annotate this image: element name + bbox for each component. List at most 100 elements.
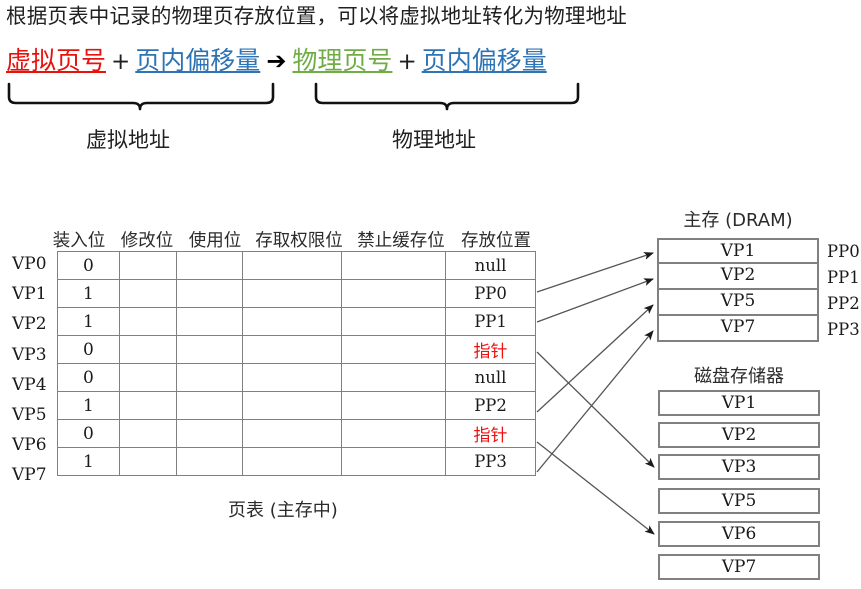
column-header-use-bit: 使用位 [188, 231, 242, 251]
cell-use-vp7 [175, 447, 243, 476]
cell-access-vp2 [241, 307, 343, 336]
page-table-caption: 页表 (主存中) [228, 500, 338, 521]
cell-modify-vp3 [118, 335, 177, 364]
cell-nocache-vp0 [341, 251, 447, 280]
cell-valid-vp3: 0 [57, 335, 120, 364]
table-row[interactable]: 1 PP1 [57, 307, 536, 336]
cell-location-vp4: null [445, 363, 536, 392]
disk-block-4[interactable]: VP6 [658, 521, 820, 547]
cell-use-vp1 [175, 279, 243, 308]
table-row[interactable]: 1 PP0 [57, 279, 536, 308]
cell-valid-vp1: 1 [57, 279, 120, 308]
column-header-no-cache-bit: 禁止缓存位 [357, 231, 445, 251]
cell-location-vp1: PP0 [445, 279, 536, 308]
disk-storage-title: 磁盘存储器 [694, 366, 784, 387]
row-label-vp0: VP0 [12, 254, 47, 274]
disk-block-3[interactable]: VP5 [658, 488, 820, 514]
cell-modify-vp7 [118, 447, 177, 476]
arrow-vp1-to-pp0 [536, 252, 654, 293]
dram-frame-pp0[interactable]: VP1 [657, 238, 819, 264]
cell-modify-vp1 [118, 279, 177, 308]
row-label-vp3: VP3 [12, 345, 47, 365]
virtual-address-label: 虚拟地址 [86, 128, 170, 152]
table-row[interactable]: 0 指针 [57, 335, 536, 364]
physical-address-brace [314, 82, 580, 111]
page-offset-term-2: 页内偏移量 [421, 46, 547, 75]
disk-block-1[interactable]: VP2 [658, 422, 820, 448]
cell-nocache-vp2 [341, 307, 447, 336]
table-row[interactable]: 1 PP3 [57, 447, 536, 476]
frame-label-pp2: PP2 [827, 294, 860, 313]
cell-nocache-vp4 [341, 363, 447, 392]
cell-valid-vp7: 1 [57, 447, 120, 476]
table-row[interactable]: 1 PP2 [57, 391, 536, 420]
dram-frame-pp3[interactable]: VP7 [657, 316, 819, 342]
cell-access-vp5 [241, 391, 343, 420]
physical-address-label: 物理地址 [392, 128, 476, 152]
cell-location-vp0: null [445, 251, 536, 280]
table-row[interactable]: 0 指针 [57, 419, 536, 448]
table-row[interactable]: 0 null [57, 363, 536, 392]
cell-nocache-vp3 [341, 335, 447, 364]
arrow-vp5-to-pp2 [536, 304, 654, 413]
cell-use-vp5 [175, 391, 243, 420]
column-header-location: 存放位置 [461, 231, 531, 251]
cell-access-vp0 [241, 251, 343, 280]
cell-valid-vp2: 1 [57, 307, 120, 336]
disk-block-0[interactable]: VP1 [658, 390, 820, 416]
disk-block-2[interactable]: VP3 [658, 454, 820, 480]
dram-frame-pp1[interactable]: VP2 [657, 264, 819, 290]
cell-use-vp3 [175, 335, 243, 364]
cell-modify-vp6 [118, 419, 177, 448]
cell-valid-vp0: 0 [57, 251, 120, 280]
cell-location-vp3: 指针 [445, 335, 536, 364]
column-header-modify-bit: 修改位 [120, 231, 174, 251]
cell-use-vp6 [175, 419, 243, 448]
dram-frame-pp2[interactable]: VP5 [657, 290, 819, 316]
page-table: 0 null 1 PP0 1 PP1 0 [57, 251, 536, 476]
cell-modify-vp5 [118, 391, 177, 420]
cell-valid-vp4: 0 [57, 363, 120, 392]
frame-label-pp1: PP1 [827, 268, 860, 287]
cell-nocache-vp7 [341, 447, 447, 476]
frame-label-pp0: PP0 [827, 242, 860, 261]
cell-access-vp1 [241, 279, 343, 308]
row-label-vp4: VP4 [12, 375, 47, 395]
cell-modify-vp0 [118, 251, 177, 280]
cell-location-vp2: PP1 [445, 307, 536, 336]
cell-nocache-vp1 [341, 279, 447, 308]
virtual-page-number-term: 虚拟页号 [6, 46, 107, 75]
cell-valid-vp5: 1 [57, 391, 120, 420]
column-header-access-rights: 存取权限位 [255, 231, 343, 251]
frame-label-pp3: PP3 [827, 320, 860, 339]
cell-modify-vp4 [118, 363, 177, 392]
cell-location-vp7: PP3 [445, 447, 536, 476]
page-offset-term-1: 页内偏移量 [135, 46, 261, 75]
physical-page-number-term: 物理页号 [292, 46, 393, 75]
page-table-column-headers: 装入位 修改位 使用位 存取权限位 禁止缓存位 存放位置 [0, 227, 861, 251]
cell-nocache-vp5 [341, 391, 447, 420]
cell-location-vp6: 指针 [445, 419, 536, 448]
disk-block-5[interactable]: VP7 [658, 554, 820, 580]
row-label-vp6: VP6 [12, 435, 47, 455]
virtual-address-brace [7, 82, 275, 111]
cell-access-vp6 [241, 419, 343, 448]
arrow-vp2-to-pp1 [536, 278, 654, 323]
plus-operator-2: + [397, 49, 417, 75]
cell-use-vp2 [175, 307, 243, 336]
cell-access-vp7 [241, 447, 343, 476]
cell-use-vp4 [175, 363, 243, 392]
right-arrow-icon: ➔ [266, 47, 287, 75]
cell-valid-vp6: 0 [57, 419, 120, 448]
table-row[interactable]: 0 null [57, 251, 536, 280]
address-translation-formula: 虚拟页号+页内偏移量➔物理页号+页内偏移量 [6, 44, 547, 79]
cell-use-vp0 [175, 251, 243, 280]
row-label-vp1: VP1 [12, 284, 47, 304]
arrow-vp7-to-pp3 [536, 330, 654, 473]
cell-modify-vp2 [118, 307, 177, 336]
arrow-vp6-to-disk-vp6 [536, 441, 655, 535]
cell-access-vp4 [241, 363, 343, 392]
row-label-vp2: VP2 [12, 314, 47, 334]
cell-location-vp5: PP2 [445, 391, 536, 420]
column-header-valid-bit: 装入位 [52, 231, 106, 251]
